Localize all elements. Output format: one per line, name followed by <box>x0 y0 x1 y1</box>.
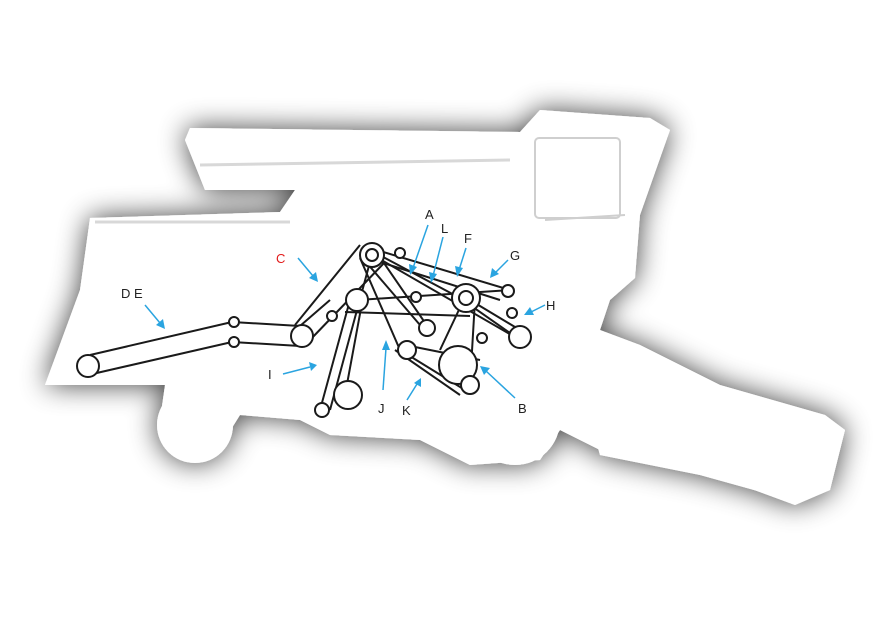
label-j: J <box>378 401 385 416</box>
pulley-mid <box>418 319 436 337</box>
arrow-a <box>412 224 429 269</box>
label-g: G <box>510 248 520 263</box>
pulley-right-idler <box>501 284 515 298</box>
belt-f <box>344 289 511 317</box>
arrow-b <box>485 370 516 399</box>
label-a: A <box>425 207 434 222</box>
callout-arrows <box>144 224 546 401</box>
pulley-idler-1 <box>228 316 240 328</box>
pulley-front-left <box>76 354 100 378</box>
pulley-lower-mid <box>397 340 417 360</box>
upper-rail <box>95 158 511 224</box>
arrow-l <box>432 236 444 277</box>
pulley-lower-right <box>460 375 480 395</box>
arrow-f <box>458 247 467 271</box>
label-c: C <box>276 251 285 266</box>
pulley-right-main-hub <box>458 290 474 306</box>
belt-i <box>319 299 363 411</box>
pulley-bottom <box>333 380 363 410</box>
pulleys <box>76 242 532 418</box>
arrow-g <box>494 259 509 274</box>
label-h: H <box>546 298 555 313</box>
label-f: F <box>464 231 472 246</box>
belt-labels: A L F G H C D E I J K B <box>121 207 555 418</box>
label-l: L <box>441 221 448 236</box>
pulley-idler-2 <box>228 336 240 348</box>
arrow-i <box>282 366 311 375</box>
cabin-outline <box>534 137 626 221</box>
label-b: B <box>518 401 527 416</box>
pulley-mid-left <box>345 288 369 312</box>
arrow-h <box>530 304 546 313</box>
label-i: I <box>268 367 272 382</box>
pulley-right-lower <box>508 325 532 349</box>
arrow-k <box>406 383 418 401</box>
pulley-large-lower <box>438 345 478 385</box>
label-k: K <box>402 403 411 418</box>
harvester-silhouette <box>45 110 845 505</box>
pulley-right-idler-2 <box>506 307 518 319</box>
arrow-j <box>382 347 387 391</box>
pulley-idler-6 <box>476 332 488 344</box>
arrow-d-e <box>144 304 161 324</box>
pulley-bottom-left <box>314 402 330 418</box>
pulley-idler-5 <box>410 291 422 303</box>
pulley-idler-4 <box>394 247 406 259</box>
pulley-top-main-hub <box>365 248 379 262</box>
label-d-e: D E <box>121 286 143 301</box>
pulley-idler-3 <box>326 310 338 322</box>
arrow-c <box>297 257 314 277</box>
pulley-feeder <box>290 324 314 348</box>
